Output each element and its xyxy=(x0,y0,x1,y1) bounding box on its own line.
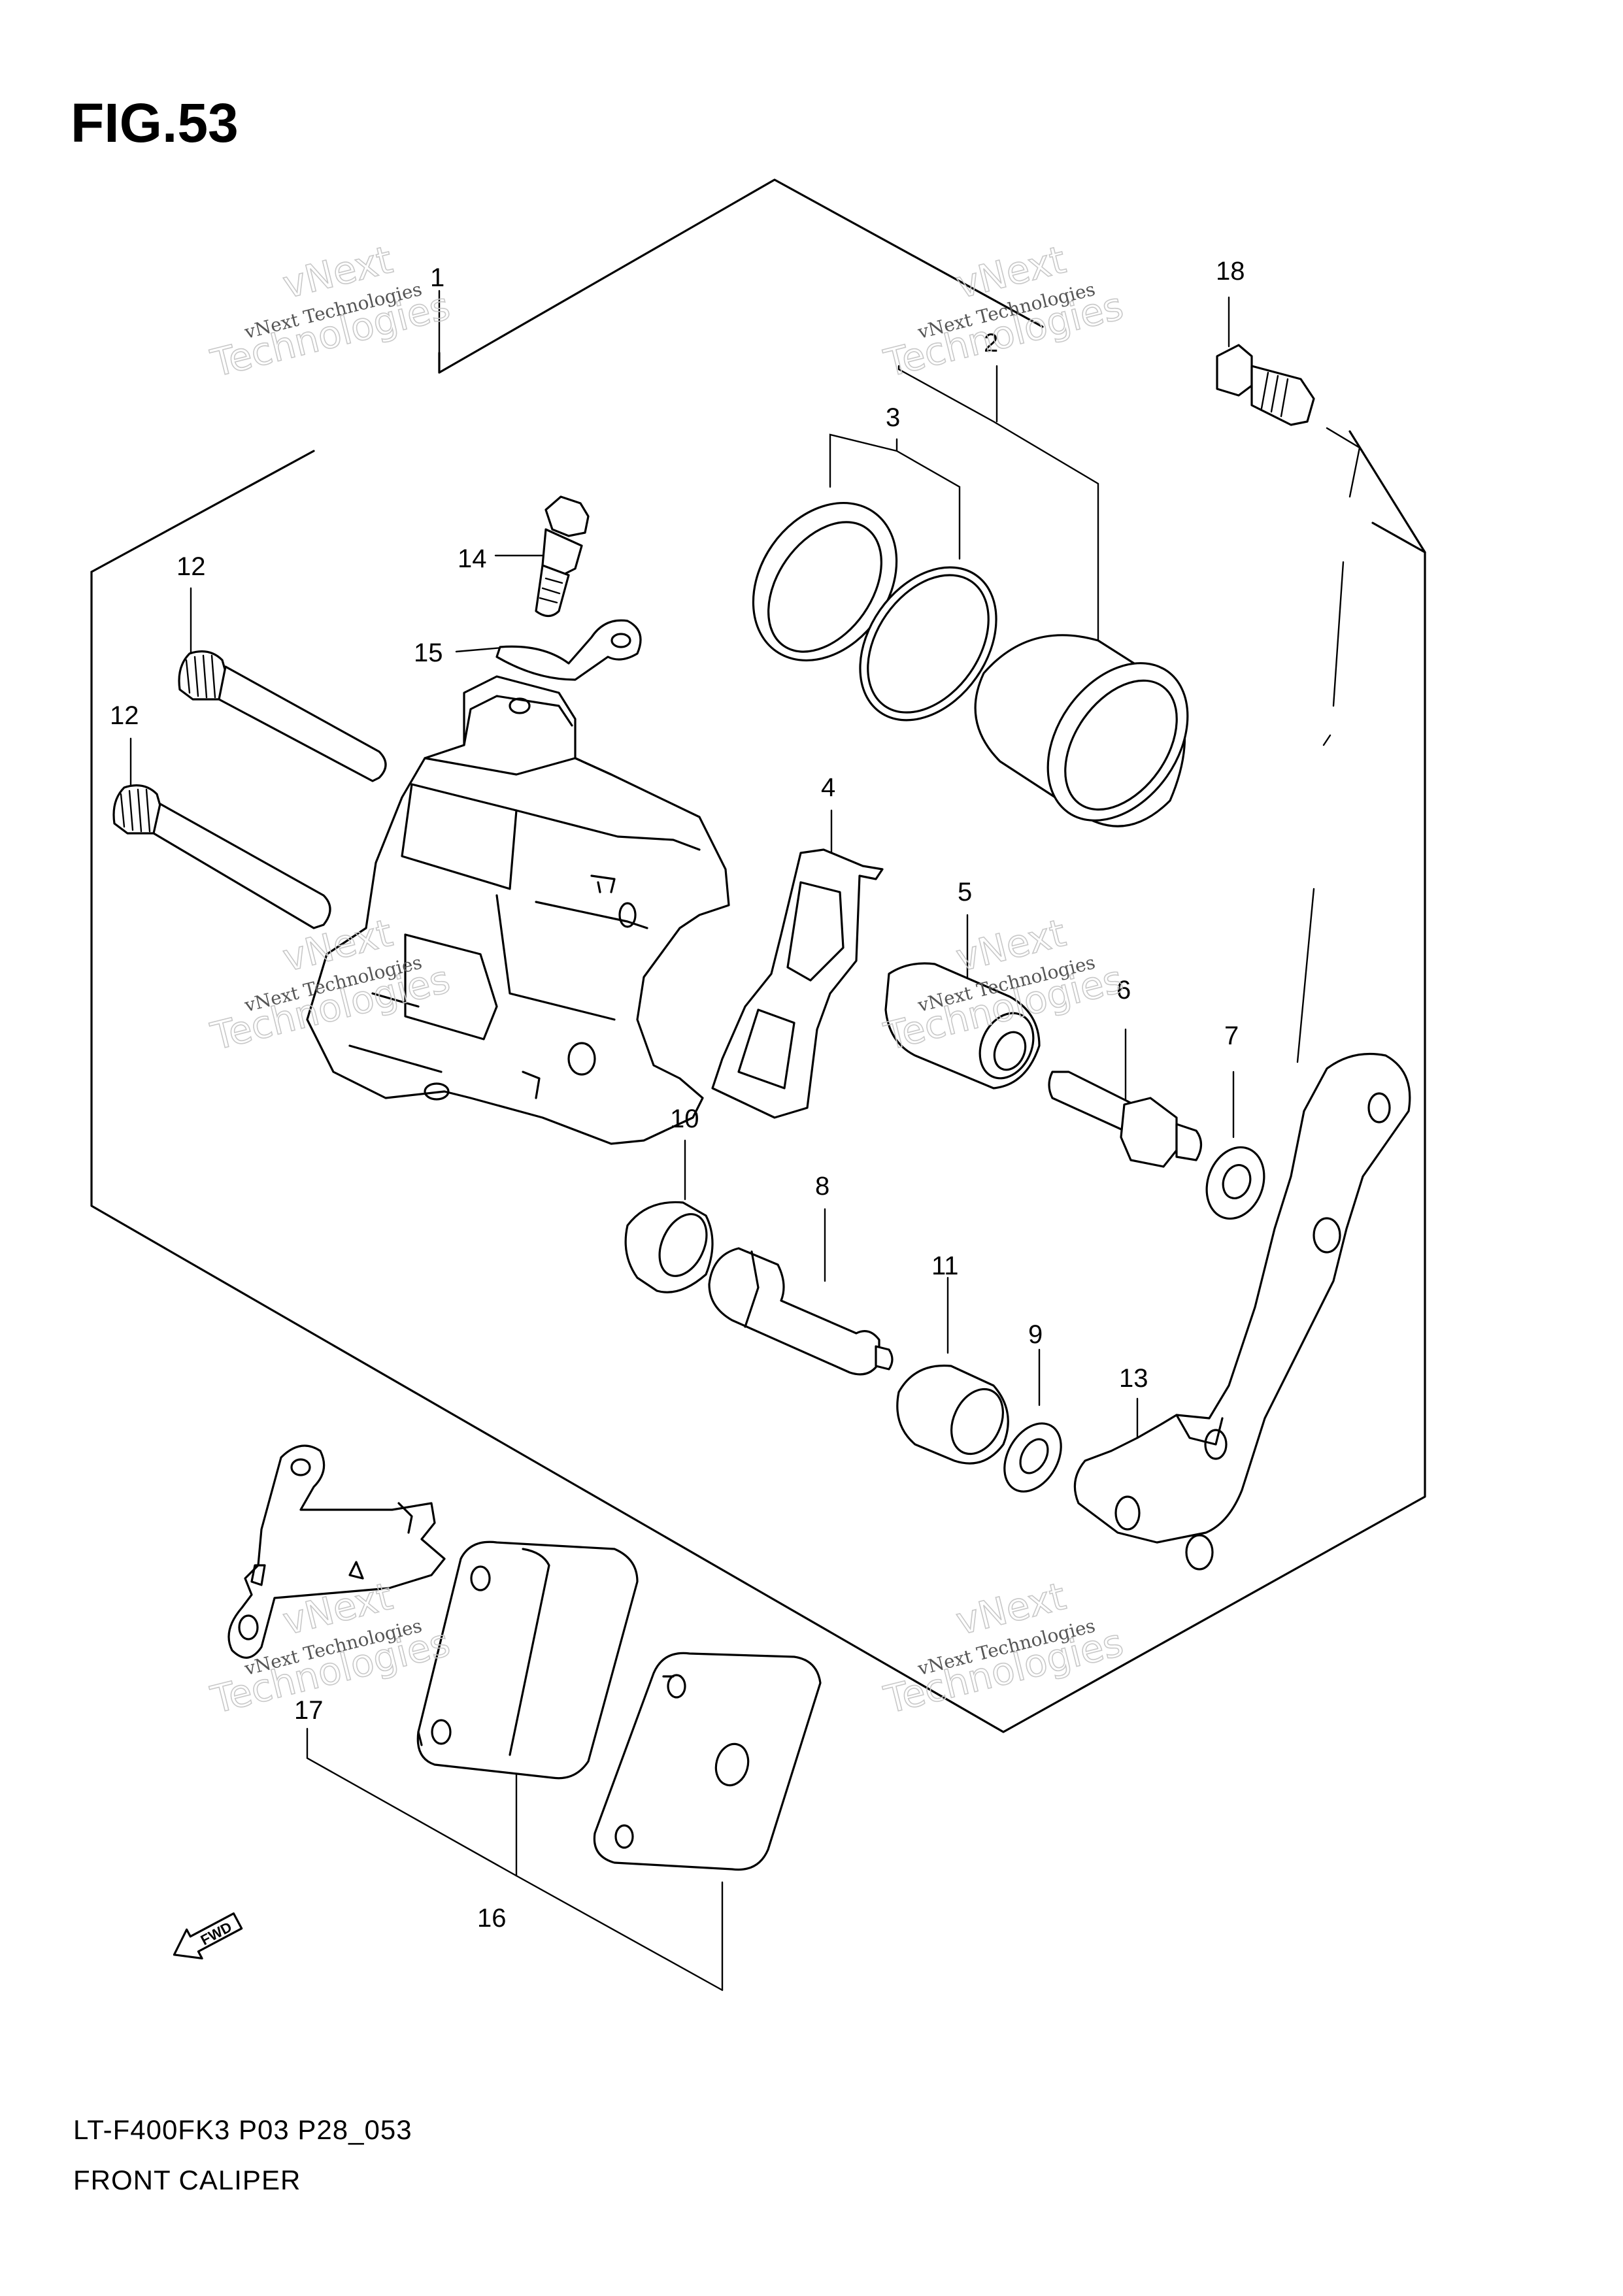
washer-7 xyxy=(1205,1146,1265,1220)
caliper-body-1 xyxy=(306,675,730,1145)
callout-3: 3 xyxy=(886,403,900,432)
watermark-top-left: vNext vNext Technologies Technologies xyxy=(206,237,455,386)
callout-1: 1 xyxy=(430,263,444,292)
callout-7: 7 xyxy=(1224,1022,1239,1050)
pad-shim-17 xyxy=(227,1444,446,1659)
piston-seal-3 xyxy=(752,501,997,722)
callout-5: 5 xyxy=(958,878,972,907)
slide-pin-12-upper xyxy=(178,650,387,782)
callout-4: 4 xyxy=(821,773,835,802)
washer-9 xyxy=(1003,1422,1062,1493)
pin-bolt-6 xyxy=(1048,1071,1203,1168)
drawing-code: LT-F400FK3 P03 P28_053 xyxy=(73,2114,412,2145)
boot-10 xyxy=(624,1201,714,1293)
pad-spring-4 xyxy=(711,848,884,1119)
callout-12-upper: 12 xyxy=(176,552,206,581)
figure-title: FIG.53 xyxy=(71,92,239,154)
callout-2: 2 xyxy=(984,329,998,358)
callout-14: 14 xyxy=(458,544,487,573)
callout-8: 8 xyxy=(815,1172,829,1201)
bleeder-valve-14 xyxy=(535,495,590,618)
callout-13: 13 xyxy=(1119,1364,1148,1393)
callout-labels: 1 2 3 4 5 6 7 8 9 10 11 12 12 13 14 15 1… xyxy=(110,257,1245,1933)
piston-2 xyxy=(974,634,1189,827)
callout-9: 9 xyxy=(1028,1320,1043,1349)
callout-17: 17 xyxy=(294,1696,324,1725)
callout-6: 6 xyxy=(1116,976,1131,1005)
fwd-arrow-icon: FWD xyxy=(173,1912,243,1960)
bleeder-cap-15 xyxy=(495,619,642,681)
boot-5 xyxy=(884,962,1041,1090)
callout-18: 18 xyxy=(1216,257,1245,286)
callout-11: 11 xyxy=(931,1252,959,1280)
brake-pad-16-inner xyxy=(416,1540,639,1780)
callout-12-lower: 12 xyxy=(110,701,139,730)
watermark-bottom-center: vNext vNext Technologies Technologies xyxy=(879,1573,1128,1723)
svg-text:Technologies: Technologies xyxy=(207,284,454,386)
diagram-name: FRONT CALIPER xyxy=(73,2165,301,2195)
sleeve-8 xyxy=(708,1247,894,1376)
boot-11 xyxy=(896,1364,1009,1465)
callout-15: 15 xyxy=(414,639,443,667)
callout-16: 16 xyxy=(477,1904,507,1933)
caliper-bracket-13 xyxy=(1073,1053,1411,1571)
slide-pin-12-lower xyxy=(112,784,331,929)
bolt-18 xyxy=(1216,344,1315,426)
callout-10: 10 xyxy=(670,1105,699,1133)
brake-pad-16-outer xyxy=(593,1652,822,1871)
svg-text:Technologies: Technologies xyxy=(880,1620,1128,1722)
svg-text:Technologies: Technologies xyxy=(880,284,1128,386)
